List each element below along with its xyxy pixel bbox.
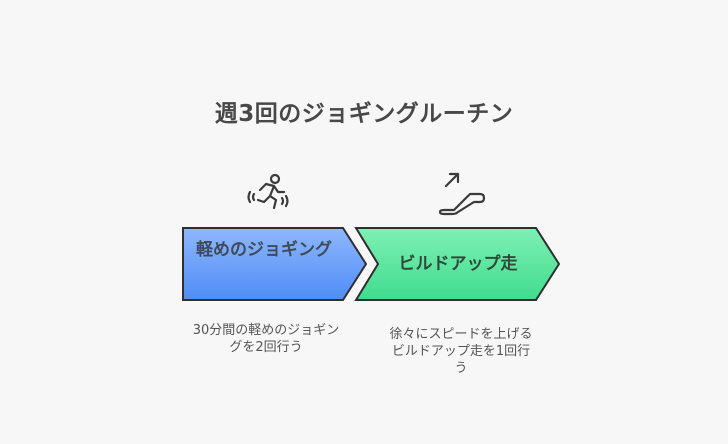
diagram-title: 週3回のジョギングルーチン [214,101,514,127]
step-1-label: 軽めのジョギング [196,240,332,260]
step-1-description: 30分間の軽めのジョギングを2回行う [192,323,340,355]
step-1-arrow [182,227,368,301]
step-2-arrow [354,227,561,301]
step-2-description: 徐々にスピードを上げるビルドアップ走を1回行う [389,327,533,376]
running-person-icon [244,170,292,216]
step-2-label: ビルドアップ走 [398,254,518,274]
escalator-up-icon [436,170,488,216]
